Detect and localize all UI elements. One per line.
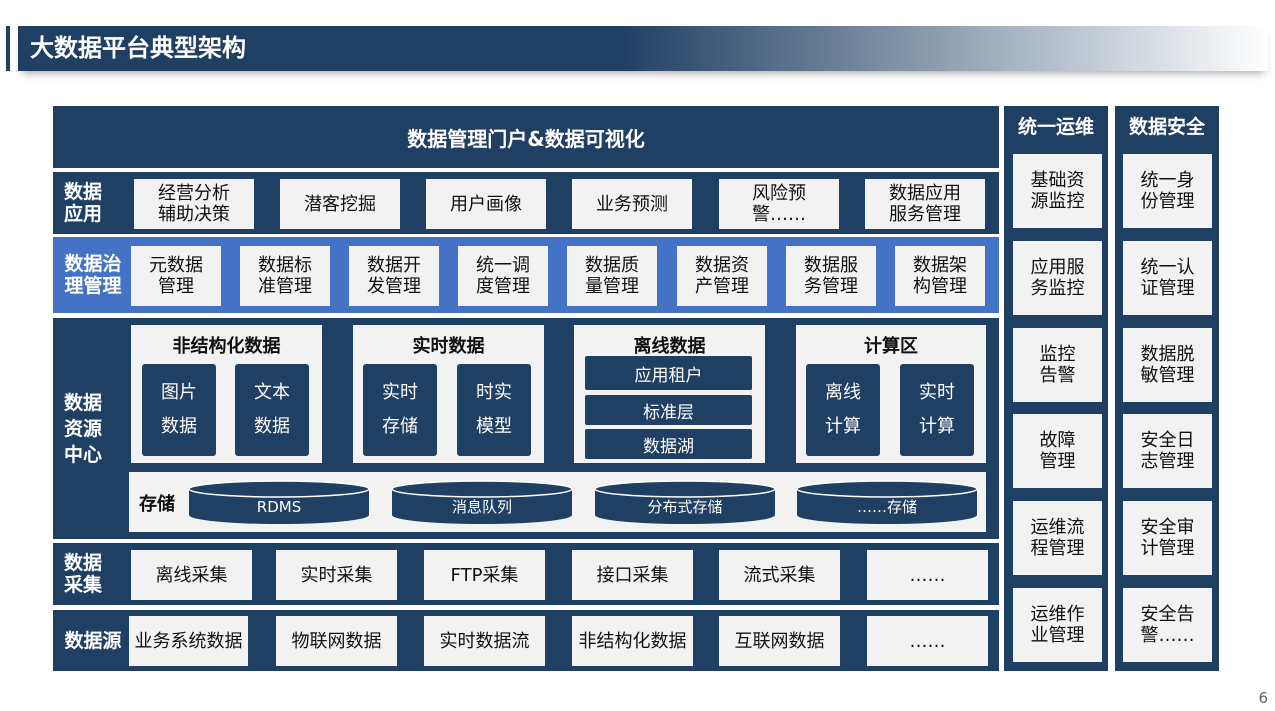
gov-item: 数据架 构管理 — [895, 246, 985, 306]
gov-item: 数据开 发管理 — [349, 246, 439, 306]
security-title: 数据安全 — [1128, 116, 1205, 138]
realtime-item: 实时 存储 — [363, 364, 437, 456]
ops-item: 基础资 源监控 — [1013, 154, 1102, 228]
realtime-title: 实时数据 — [412, 336, 485, 357]
gov-item: 数据标 准管理 — [240, 246, 330, 306]
realtime-item: 时实 模型 — [457, 364, 531, 456]
storage-label: 存储 — [139, 494, 175, 515]
source-label: 数据源 — [64, 629, 122, 652]
gov-item: 统一调 度管理 — [458, 246, 548, 306]
offline-item: 标准层 — [585, 395, 752, 425]
collect-label: 数据 采集 — [63, 552, 102, 596]
app-item: 潜客挖掘 — [280, 179, 400, 229]
resource-label: 数据 资源 中心 — [63, 391, 102, 466]
compute-item: 离线 计算 — [806, 364, 880, 456]
unstructured-title: 非结构化数据 — [172, 336, 281, 357]
ops-item: 运维作 业管理 — [1013, 588, 1102, 662]
security-item: 统一认 证管理 — [1123, 241, 1212, 315]
security-item: 安全告 警…… — [1123, 588, 1212, 662]
collect-item: …… — [867, 550, 988, 600]
app-item: 经营分析 辅助决策 — [134, 179, 254, 229]
offline-item: 数据湖 — [585, 429, 752, 459]
security-item: 安全日 志管理 — [1123, 414, 1212, 488]
security-item: 数据脱 敏管理 — [1123, 328, 1212, 402]
app-item: 数据应用 服务管理 — [865, 179, 985, 229]
storage-item-label: ……存储 — [857, 498, 917, 516]
source-item: 互联网数据 — [719, 616, 840, 666]
offline-title: 离线数据 — [633, 336, 706, 357]
data-app-label: 数据 应用 — [63, 181, 102, 225]
collect-item: 接口采集 — [572, 550, 693, 600]
app-item: 用户画像 — [426, 179, 546, 229]
gov-item: 数据服 务管理 — [786, 246, 876, 306]
source-item: 物联网数据 — [276, 616, 397, 666]
gov-item: 数据质 量管理 — [567, 246, 657, 306]
ops-item: 应用服 务监控 — [1013, 241, 1102, 315]
storage-cylinder: 消息队列 — [391, 480, 573, 524]
storage-cylinder: RDMS — [188, 480, 370, 524]
app-item: 风险预 警…… — [719, 179, 839, 229]
page-number: 6 — [1258, 689, 1268, 707]
storage-item-label: 消息队列 — [452, 498, 512, 516]
portal-label: 数据管理门户&数据可视化 — [407, 126, 645, 151]
source-item: 实时数据流 — [424, 616, 545, 666]
portal-bar: 数据管理门户&数据可视化 — [53, 106, 999, 168]
unstructured-item: 图片 数据 — [142, 364, 216, 456]
source-item: 非结构化数据 — [572, 616, 693, 666]
title-accent-bar — [6, 26, 10, 71]
compute-title: 计算区 — [864, 336, 918, 357]
source-item: …… — [867, 616, 988, 666]
offline-item: 应用租户 — [585, 356, 752, 390]
ops-title: 统一运维 — [1017, 116, 1094, 138]
ops-item: 故障 管理 — [1013, 414, 1102, 488]
collect-item: 离线采集 — [131, 550, 252, 600]
source-item: 业务系统数据 — [129, 616, 248, 666]
unstructured-item: 文本 数据 — [235, 364, 309, 456]
ops-item: 监控 告警 — [1013, 328, 1102, 402]
storage-item-label: RDMS — [257, 498, 301, 516]
storage-cylinder: ……存储 — [796, 480, 978, 524]
ops-item: 运维流 程管理 — [1013, 501, 1102, 575]
title-banner: 大数据平台典型架构 — [18, 26, 1268, 71]
page-title: 大数据平台典型架构 — [30, 34, 246, 62]
collect-item: 实时采集 — [276, 550, 397, 600]
gov-item: 数据资 产管理 — [677, 246, 767, 306]
governance-label: 数据治 理管理 — [64, 253, 122, 297]
gov-item: 元数据 管理 — [131, 246, 221, 306]
security-item: 统一身 份管理 — [1123, 154, 1212, 228]
storage-item-label: 分布式存储 — [647, 498, 722, 516]
storage-cylinder: 分布式存储 — [594, 480, 776, 524]
compute-item: 实时 计算 — [900, 364, 974, 456]
collect-item: 流式采集 — [719, 550, 840, 600]
security-item: 安全审 计管理 — [1123, 501, 1212, 575]
collect-item: FTP采集 — [424, 550, 545, 600]
app-item: 业务预测 — [572, 179, 692, 229]
